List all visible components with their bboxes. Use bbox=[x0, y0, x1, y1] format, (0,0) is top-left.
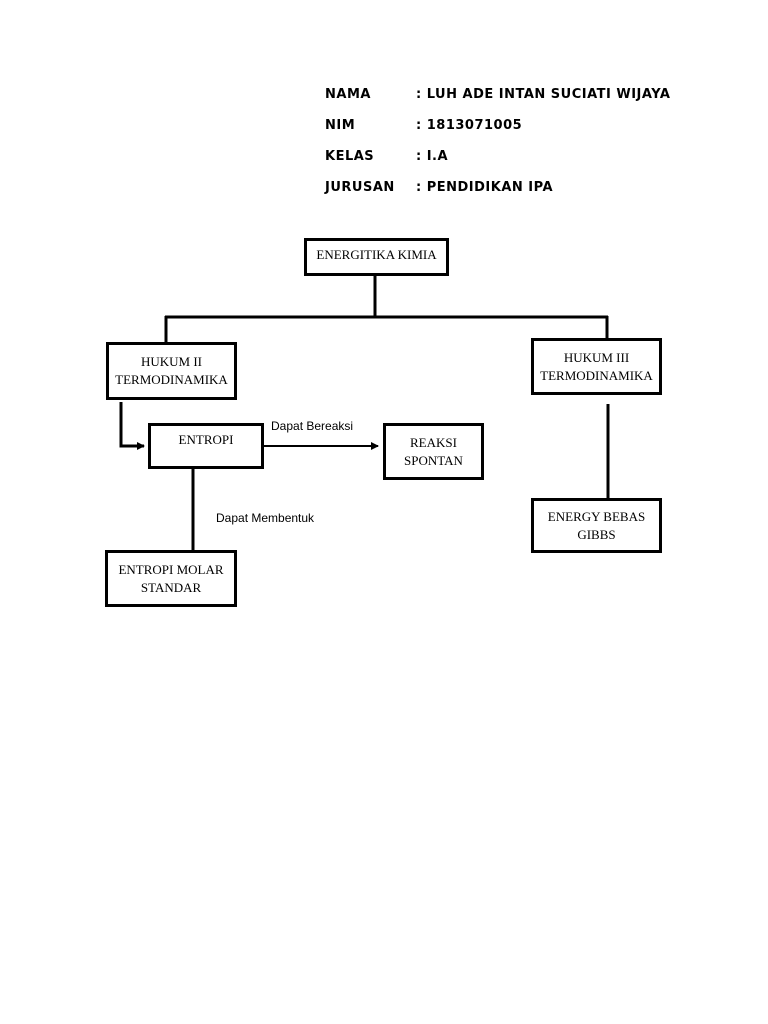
node-energy-bebas-gibbs: ENERGY BEBAS GIBBS bbox=[531, 498, 662, 553]
jurusan-value: : PENDIDIKAN IPA bbox=[416, 180, 554, 195]
edge-label-dapat-bereaksi: Dapat Bereaksi bbox=[271, 419, 354, 433]
nim-value: : 1813071005 bbox=[416, 118, 523, 133]
node-entropi: ENTROPI bbox=[148, 423, 264, 469]
node-entropi-molar-standar: ENTROPI MOLAR STANDAR bbox=[105, 550, 237, 607]
nim-label: NIM bbox=[325, 118, 356, 133]
node-hukum-ii-termodinamika: HUKUM II TERMODINAMIKA bbox=[106, 342, 237, 400]
edge-label-dapat-membentuk: Dapat Membentuk bbox=[216, 511, 315, 525]
node-reaksi-spontan: REAKSI SPONTAN bbox=[383, 423, 484, 480]
nama-value: : LUH ADE INTAN SUCIATI WIJAYA bbox=[416, 87, 671, 102]
jurusan-label: JURUSAN bbox=[325, 180, 395, 195]
node-hukum-iii-termodinamika: HUKUM III TERMODINAMIKA bbox=[531, 338, 662, 395]
kelas-label: KELAS bbox=[325, 149, 375, 164]
node-energitika-kimia: ENERGITIKA KIMIA bbox=[304, 238, 449, 276]
connector-hukum2-entropi bbox=[119, 402, 145, 450]
nama-label: NAMA bbox=[325, 87, 371, 102]
kelas-value: : I.A bbox=[416, 149, 449, 164]
